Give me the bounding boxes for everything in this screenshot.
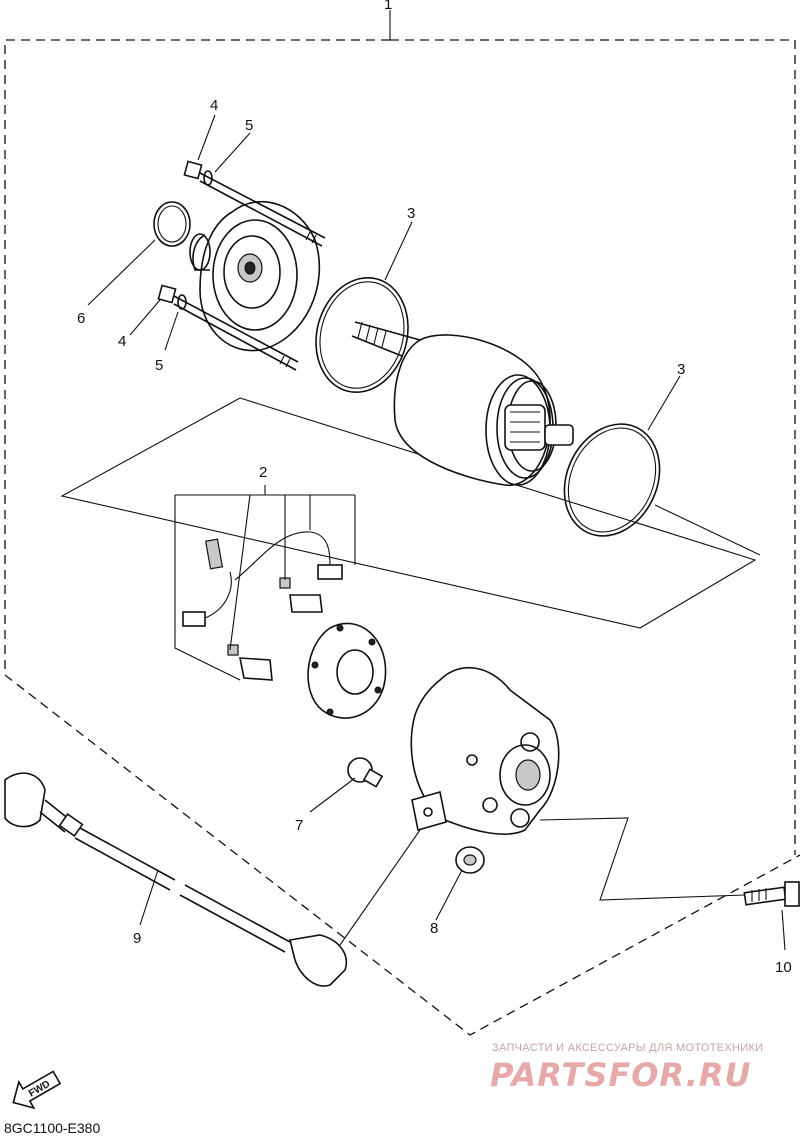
brush-plate	[307, 622, 387, 719]
callout-6: 6	[77, 310, 85, 327]
through-bolt-upper	[183, 160, 326, 247]
callout-2-leaders	[174, 485, 356, 681]
armature-yoke	[351, 321, 574, 486]
assembly-boundary	[4, 10, 800, 1036]
watermark-logo: PARTSFOR.RU	[490, 1056, 752, 1094]
watermark-tagline: ЗАПЧАСТИ И АКСЕССУАРЫ ДЛЯ МОТОТЕХНИКИ	[492, 1042, 764, 1054]
callout-2: 2	[259, 464, 267, 481]
screw	[347, 757, 384, 788]
callout-4-upper: 4	[210, 97, 218, 114]
leader-lines	[87, 114, 786, 951]
callout-7: 7	[295, 817, 303, 834]
front-cover	[189, 201, 321, 352]
callout-9: 9	[133, 930, 141, 947]
brush-holder-frame	[60, 397, 757, 629]
callout-4-lower: 4	[118, 333, 126, 350]
brush-set	[182, 531, 343, 681]
nut	[455, 846, 485, 874]
svg-text:FWD: FWD	[27, 1079, 52, 1100]
o-ring-small	[153, 201, 191, 247]
mounting-bolt	[743, 881, 800, 907]
callout-1: 1	[384, 0, 392, 13]
callout-3-upper: 3	[407, 205, 415, 222]
callout-3-lower: 3	[677, 361, 685, 378]
callout-5-lower: 5	[155, 357, 163, 374]
rear-cover	[410, 666, 560, 835]
o-ring-large-upper	[315, 276, 409, 394]
callout-8: 8	[430, 920, 438, 937]
diagram-code: 8GC1100-E380	[4, 1120, 101, 1136]
callout-5-upper: 5	[245, 117, 253, 134]
o-ring-large-lower	[563, 423, 661, 537]
fwd-arrow-icon: FWD	[12, 1070, 62, 1110]
through-bolt-lower	[157, 284, 299, 371]
callout-10: 10	[775, 959, 792, 976]
starter-lead-wire	[4, 772, 347, 987]
